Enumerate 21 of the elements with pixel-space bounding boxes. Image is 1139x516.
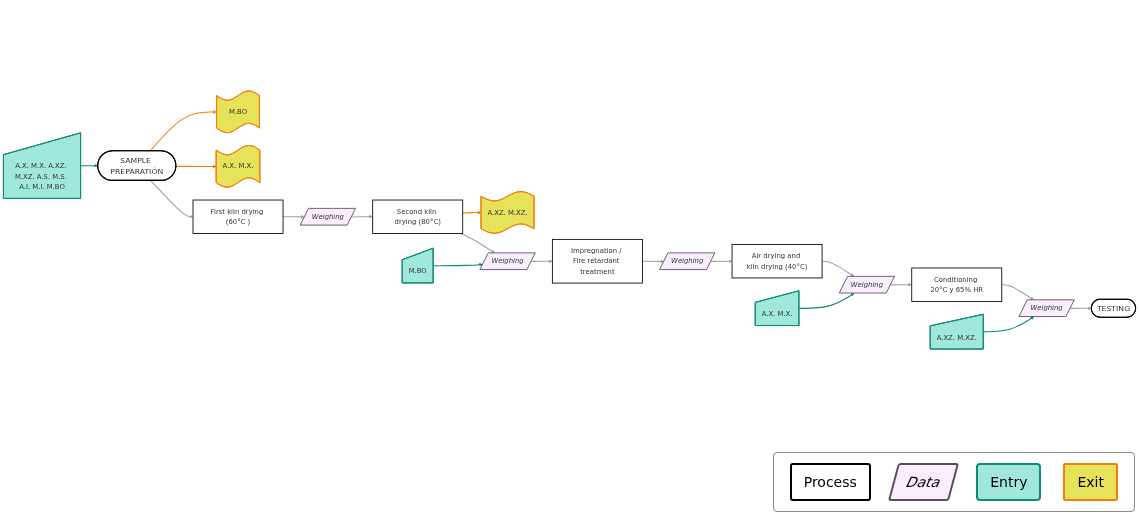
arrow [821, 260, 855, 277]
legend-item: Entry [976, 463, 1042, 501]
arrow [982, 316, 1035, 333]
legend-item: Data [887, 463, 960, 501]
arrow [175, 164, 217, 169]
arrow [1001, 284, 1035, 301]
arrow [149, 110, 217, 152]
arrow [641, 259, 665, 264]
arrow [1069, 306, 1092, 311]
legend-item: Process [789, 463, 871, 501]
arrow [459, 232, 495, 254]
arrow [462, 210, 482, 215]
arrow [530, 259, 553, 264]
arrow [150, 180, 194, 219]
arrow [798, 293, 855, 309]
arrow [351, 214, 373, 219]
legend-item: Exit [1063, 463, 1118, 501]
arrow [890, 282, 912, 287]
arrow [710, 259, 733, 264]
arrow [282, 215, 305, 219]
arrow [432, 262, 483, 267]
